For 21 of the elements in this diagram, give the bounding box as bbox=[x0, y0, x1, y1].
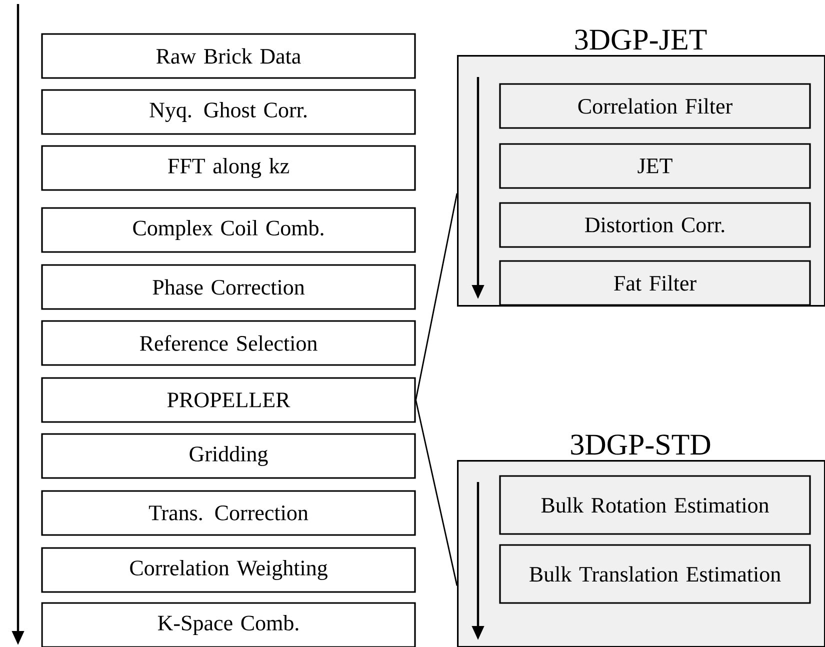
connector-line bbox=[415, 400, 458, 586]
process-box: Correlation Filter bbox=[499, 83, 811, 129]
panel-title: 3DGP-JET bbox=[575, 30, 707, 50]
process-box: Trans. Correction bbox=[41, 490, 416, 536]
process-box: FFT along kz bbox=[41, 145, 416, 191]
process-box: Raw Brick Data bbox=[41, 33, 416, 79]
connector-line bbox=[415, 193, 458, 400]
process-box: Gridding bbox=[41, 433, 416, 479]
process-box: Distortion Corr. bbox=[499, 202, 811, 248]
process-box: Fat Filter bbox=[499, 260, 811, 306]
process-box: JET bbox=[499, 143, 811, 189]
process-box: Phase Correction bbox=[41, 264, 416, 310]
process-box: Bulk Translation Estimation bbox=[499, 544, 811, 604]
process-box: Bulk Rotation Estimation bbox=[499, 475, 811, 535]
panel-title: 3DGP-STD bbox=[571, 434, 710, 455]
process-box: Complex Coil Comb. bbox=[41, 207, 416, 253]
process-box: PROPELLER bbox=[41, 377, 416, 423]
process-box: Correlation Weighting bbox=[41, 547, 416, 593]
process-box: K-Space Comb. bbox=[41, 602, 416, 647]
process-box: Reference Selection bbox=[41, 320, 416, 366]
process-box: Nyq. Ghost Corr. bbox=[41, 89, 416, 135]
